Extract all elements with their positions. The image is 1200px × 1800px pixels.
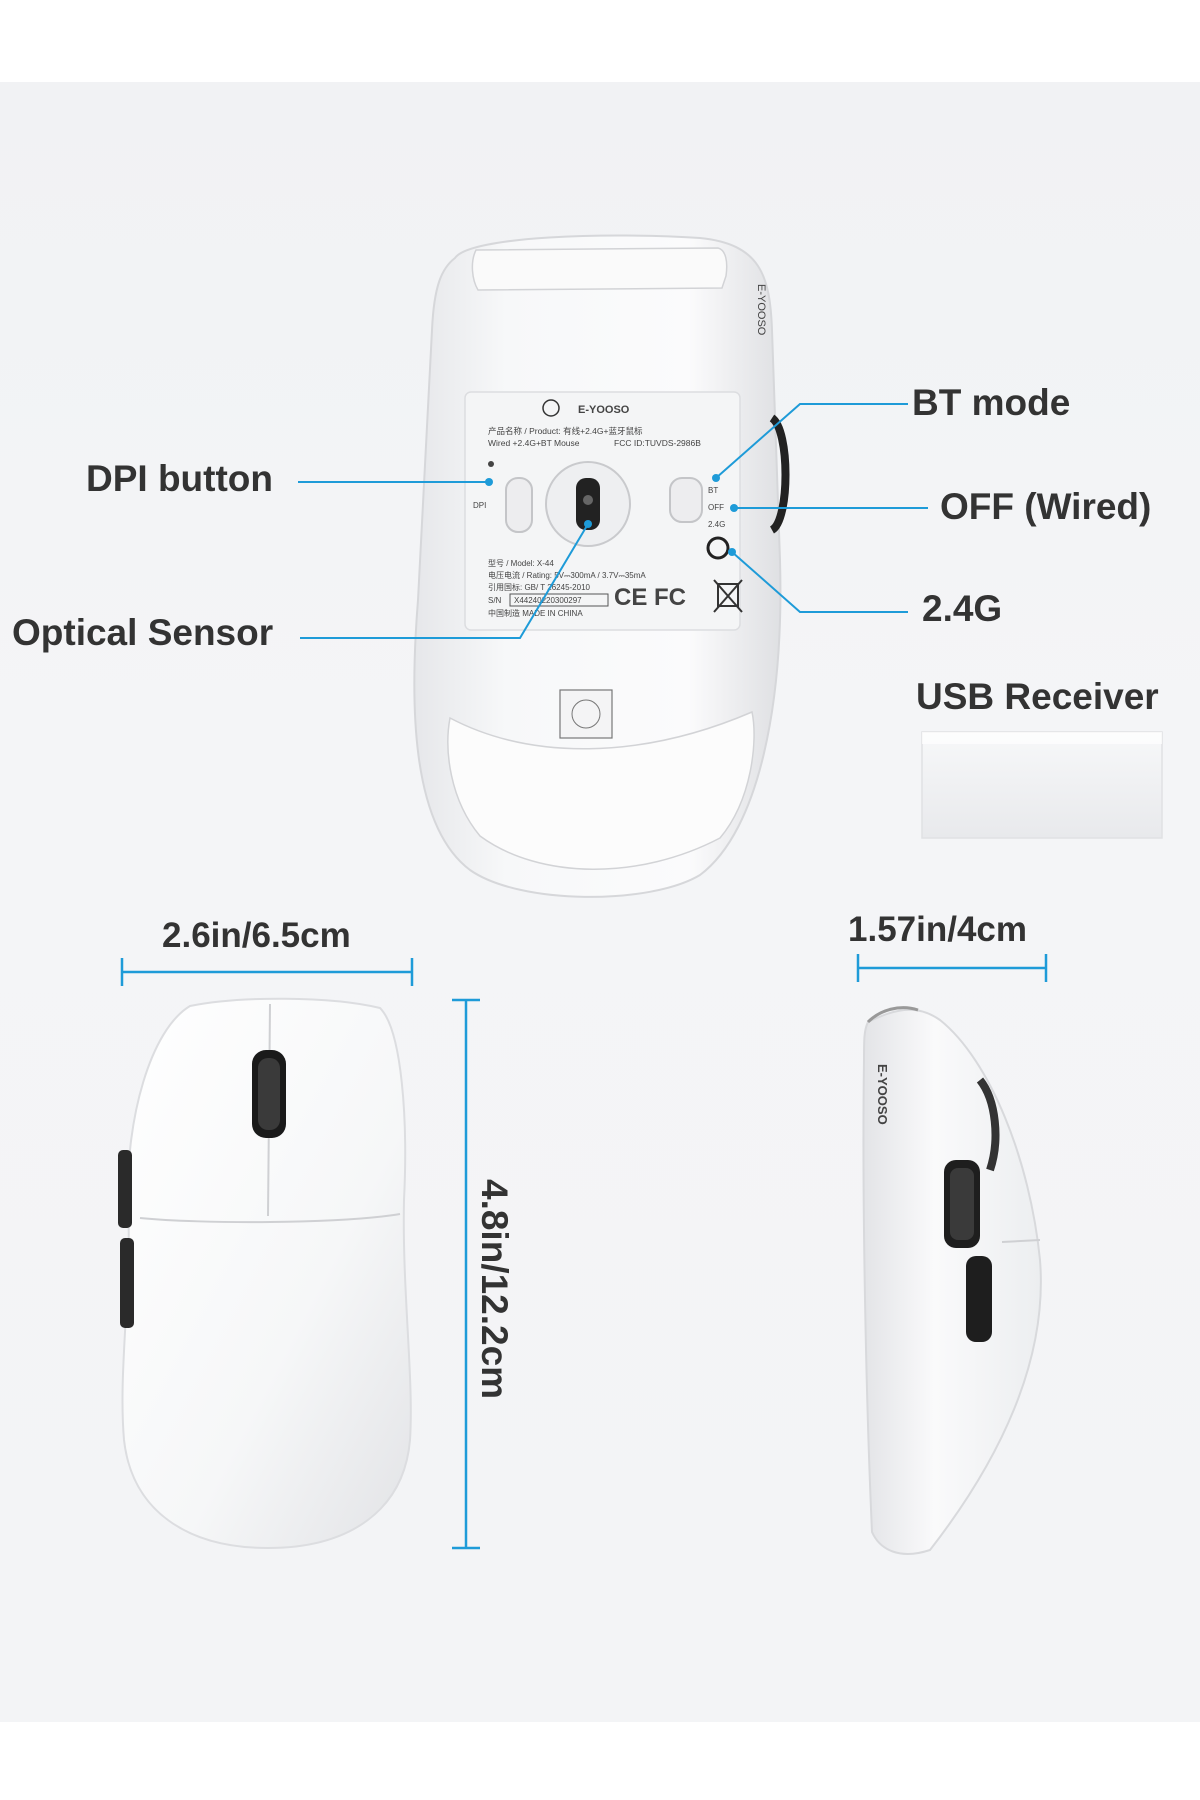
sticker-dpi: DPI [473,501,486,510]
dimension-lines [120,954,1048,1550]
side-brand-text: E-YOOSO [875,1064,890,1125]
mouse-bottom-view: E-YOOSO [413,234,790,898]
sticker-sn-label: S/N [488,596,502,605]
certification-marks: CE FC [614,584,686,611]
sticker-standard: 引用国标: GB/ T 26245-2010 [488,582,591,592]
sticker-rating: 电压电流 / Rating: 5V⎓300mA / 3.7V⎓35mA [488,570,646,580]
sticker-product-en: Wired +2.4G+BT Mouse [488,438,580,448]
sticker-model: 型号 / Model: X-44 [488,559,554,568]
usb-receiver-label: USB Receiver [916,676,1159,717]
sticker-brand: E-YOOSO [578,404,630,416]
side-button-back [966,1256,992,1342]
optical-sensor-callout: Optical Sensor [12,612,274,653]
sticker-product: 产品名称 / Product: 有线+2.4G+蓝牙鼠标 [488,426,643,436]
usb-receiver-image [921,731,1163,839]
length-dimension-label: 4.8in/12.2cm [474,1179,515,1400]
switch-24g-label: 2.4G [708,520,725,529]
weee-bin-icon [713,579,743,613]
switch-bt-label: BT [708,486,718,495]
mouse-top-view [118,997,412,1550]
callout-lines [298,403,928,639]
rim-brand-text: E-YOOSO [755,284,767,336]
brand-logo-icon [542,399,560,417]
sensor-callout-line [300,523,589,639]
bt-callout-line [715,403,908,479]
switch-off-label: OFF [708,503,724,512]
off-wired-callout: OFF (Wired) [940,486,1152,527]
mouse-side-view: E-YOOSO [862,1006,1042,1555]
height-dimension-label: 1.57in/4cm [848,910,1027,949]
dpi-button-callout: DPI button [86,458,274,499]
sticker-fcc: FCC ID:TUVDS-2986B [614,438,701,448]
24g-callout-line [731,551,908,613]
mode-24g-callout: 2.4G [922,588,1003,629]
bt-mode-callout: BT mode [912,382,1071,423]
width-dimension-label: 2.6in/6.5cm [162,916,351,955]
sticker-sn: X44240220300297 [514,596,582,605]
